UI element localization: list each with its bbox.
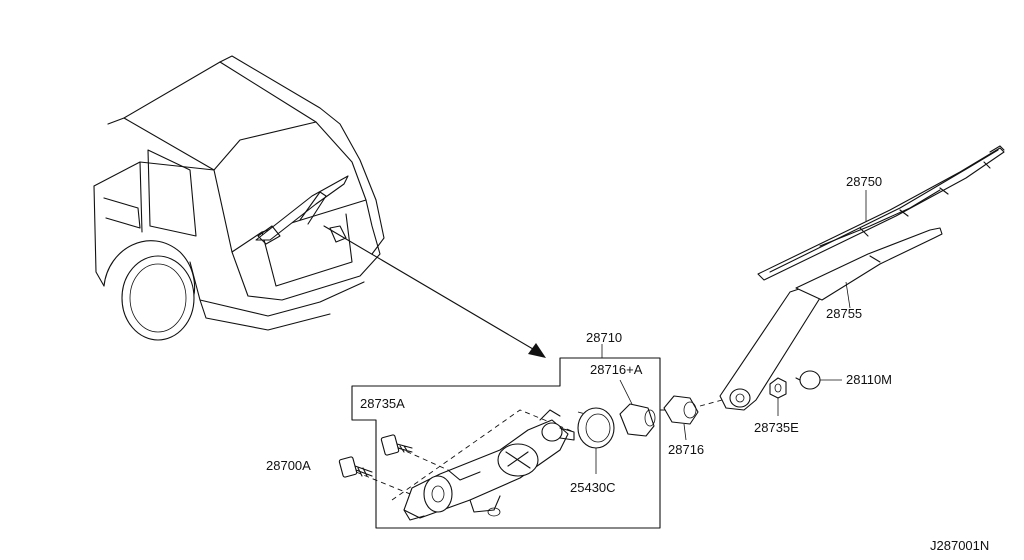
label-28735a: 28735A: [360, 396, 405, 411]
label-28716: 28716: [668, 442, 704, 457]
wiper-arm-28755-illustration: [719, 227, 943, 411]
label-28110m: 28110M: [846, 372, 892, 387]
diagram-code: J287001N: [930, 538, 989, 553]
cap-28716a-illustration: [619, 379, 656, 437]
grommet-25430c-illustration: [577, 407, 615, 474]
label-28710: 28710: [586, 330, 622, 345]
wiper-motor-illustration: [403, 409, 575, 521]
cap-28716-illustration: [663, 395, 699, 441]
label-28735e: 28735E: [754, 420, 799, 435]
bolt-28735a-illustration: [380, 434, 413, 456]
label-28755: 28755: [826, 306, 862, 321]
cap-28110m-illustration: [795, 370, 842, 390]
bolt-28700a-illustration: [338, 456, 373, 478]
label-28716a: 28716+A: [590, 362, 643, 377]
label-25430c: 25430C: [570, 480, 616, 495]
wiper-blade-28750-illustration: [757, 145, 1005, 281]
vehicle-rear-illustration: [93, 55, 546, 358]
label-28700a: 28700A: [266, 458, 311, 473]
nut-28735e-illustration: [769, 377, 787, 416]
label-28750: 28750: [846, 174, 882, 189]
